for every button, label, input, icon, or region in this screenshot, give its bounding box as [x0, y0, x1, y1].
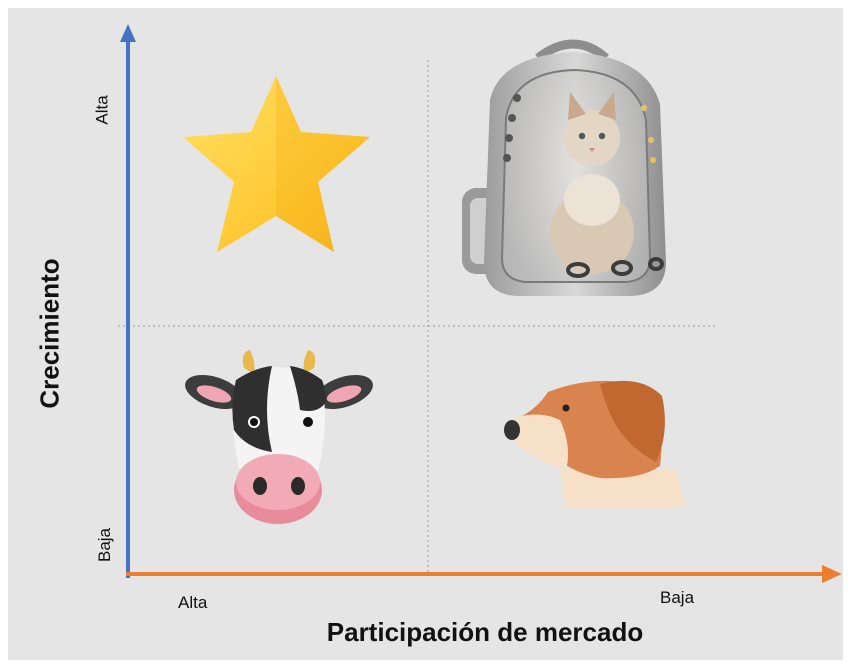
y-axis-high-label: Alta	[92, 95, 112, 125]
x-axis-title: Participación de mercado	[326, 617, 644, 647]
cat-backpack-image	[462, 39, 666, 296]
x-axis-low-label: Baja	[660, 588, 695, 607]
y-axis-low-label: Baja	[95, 527, 115, 563]
star-icon	[183, 76, 370, 252]
dog-icon	[504, 380, 686, 508]
x-axis-arrowhead	[822, 565, 842, 583]
cow-icon	[185, 350, 373, 524]
y-axis-title: Crecimiento	[34, 258, 65, 409]
x-axis-high-label: Alta	[178, 593, 208, 612]
y-axis-arrowhead	[120, 24, 136, 42]
matrix-background	[8, 8, 843, 660]
